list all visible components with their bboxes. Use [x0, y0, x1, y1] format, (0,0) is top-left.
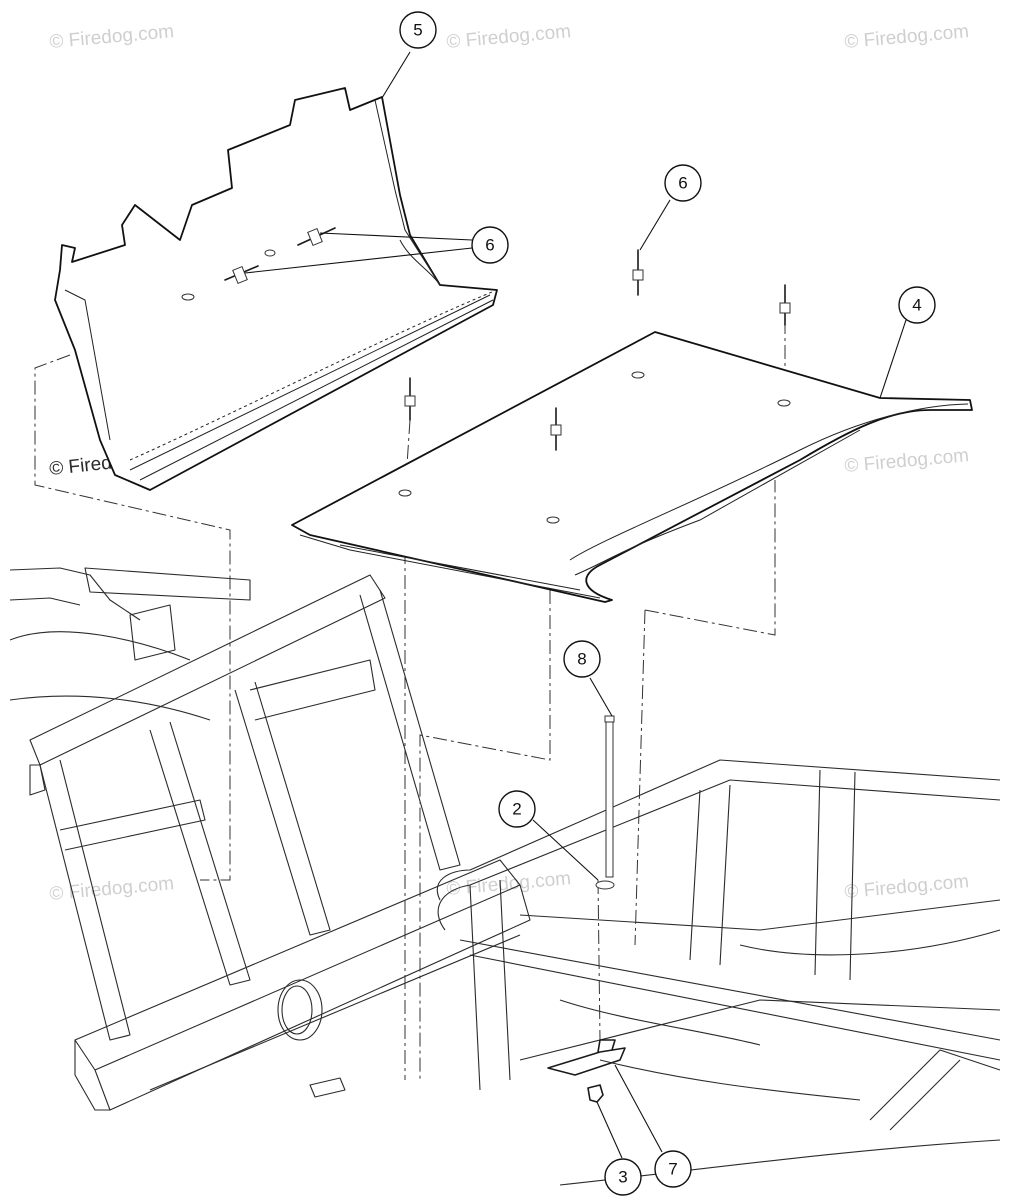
cab-back-panel-5	[54, 87, 498, 491]
callout-8: 8	[563, 640, 601, 678]
watermark: © Firedog.com	[844, 445, 970, 477]
bracket-7-part	[547, 1047, 626, 1076]
callout-label: 3	[618, 1168, 627, 1187]
nut-3-part	[587, 1084, 604, 1103]
callout-label: 7	[668, 1160, 677, 1179]
callout-label: 6	[678, 174, 687, 193]
watermark: © Firedog.com	[844, 21, 970, 53]
callout-4: 4	[898, 286, 936, 324]
bed-cover-panel-4	[291, 331, 973, 603]
callout-7: 7	[654, 1150, 692, 1188]
callout-6-top: 6	[664, 164, 702, 202]
callout-3: 3	[604, 1158, 642, 1196]
callout-label: 6	[485, 236, 494, 255]
washer-2-part	[595, 880, 615, 890]
watermark: © Firedog.com	[49, 873, 175, 905]
vehicle-frame	[9, 567, 1001, 1186]
callout-label: 8	[577, 650, 586, 669]
watermark: © Firedog.com	[844, 871, 970, 903]
callout-label: 5	[413, 21, 422, 40]
push-rivets-panel-4	[404, 249, 791, 451]
callout-6-left: 6	[471, 226, 509, 264]
push-rivets-panel-5	[181, 227, 336, 301]
watermark: © Firedog.com	[446, 21, 572, 53]
callout-label: 2	[512, 800, 521, 819]
callout-leaders	[244, 51, 907, 1159]
callout-2: 2	[498, 790, 536, 828]
bolt-8-part	[604, 715, 615, 878]
callout-label: 4	[912, 296, 921, 315]
watermark: © Firedog.com	[446, 868, 572, 900]
callout-5: 5	[399, 11, 437, 49]
watermark: © Firedog.com	[49, 21, 175, 53]
